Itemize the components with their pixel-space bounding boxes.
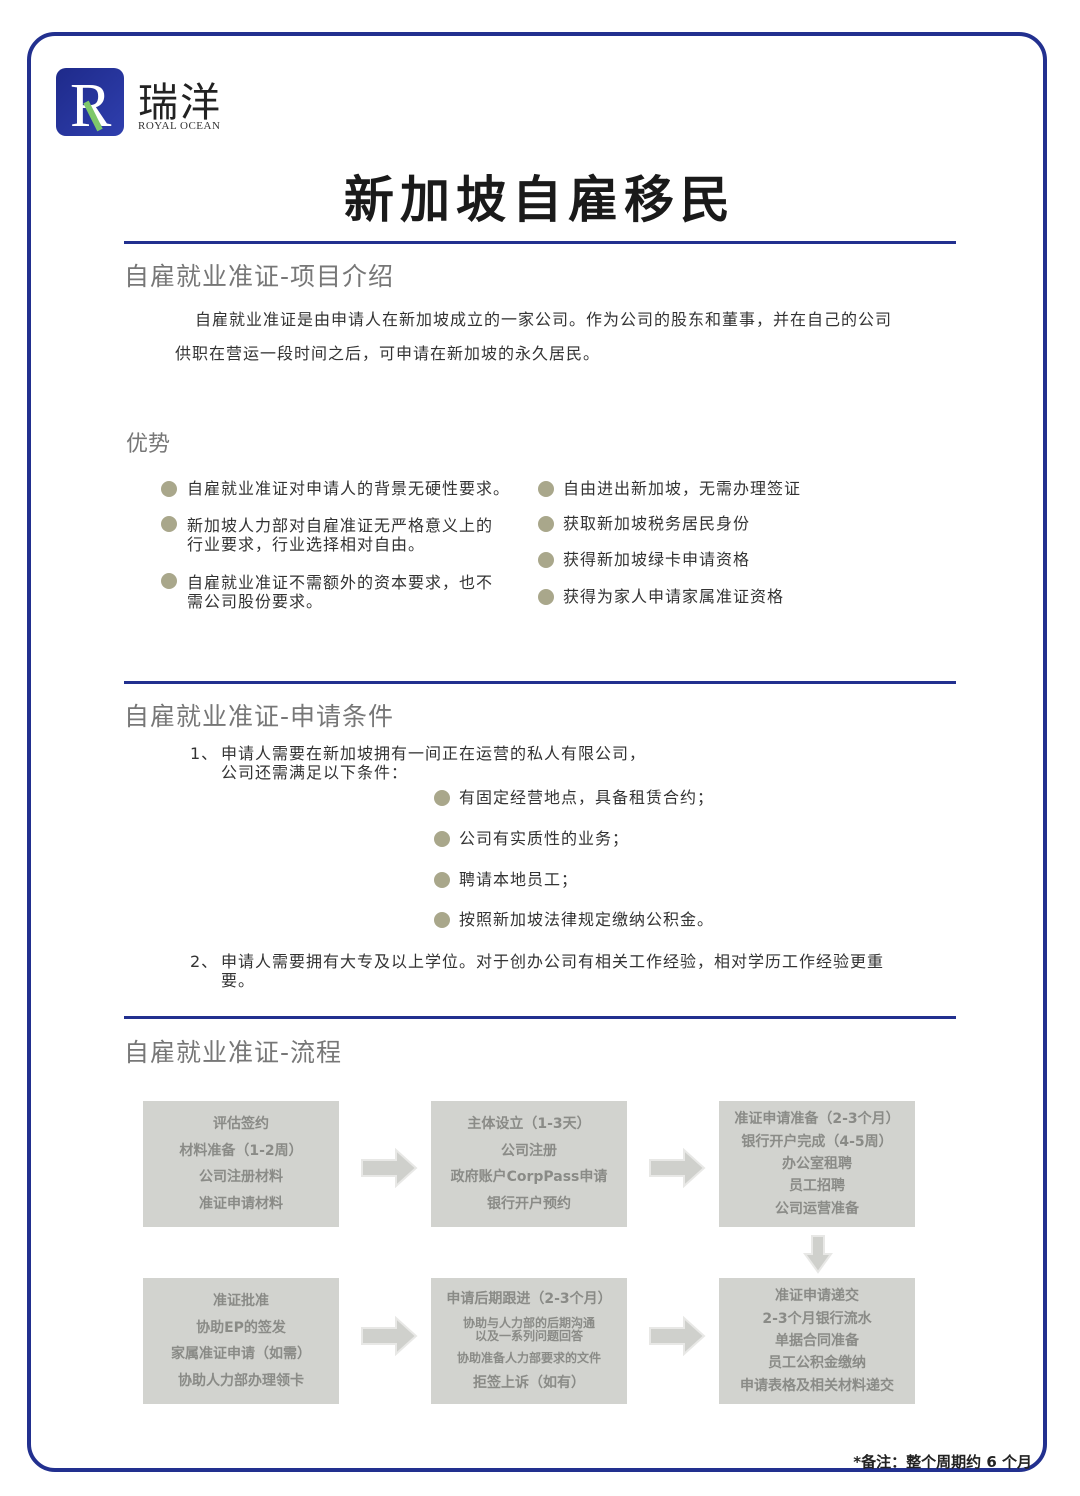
logo-icon: R bbox=[56, 68, 124, 136]
advantage-left-1: 自雇就业准证对申请人的背景无硬性要求。 bbox=[187, 479, 511, 498]
intro-heading: 自雇就业准证-项目介绍 bbox=[124, 262, 395, 291]
bullet-dot-icon bbox=[161, 573, 177, 589]
bullet-dot-icon bbox=[538, 481, 554, 497]
condition-1-number: 1、 bbox=[190, 744, 219, 763]
bullet-dot-icon bbox=[434, 912, 450, 928]
bullet-dot-icon bbox=[538, 589, 554, 605]
condition-2-text: 申请人需要拥有大专及以上学位。对于创办公司有相关工作经验，相对学历工作经验更重要… bbox=[221, 952, 885, 990]
intro-line-2: 供职在营运一段时间之后，可申请在新加坡的永久居民。 bbox=[175, 344, 601, 363]
advantage-right-4: 获得为家人申请家属准证资格 bbox=[563, 587, 785, 606]
bullet-dot-icon bbox=[538, 552, 554, 568]
condition-sub-3: 聘请本地员工； bbox=[459, 870, 579, 889]
page-frame bbox=[27, 32, 1047, 1472]
arrow-right-icon bbox=[649, 1148, 706, 1188]
footnote: *备注：整个周期约 6 个月 bbox=[853, 1453, 1032, 1471]
process-step-2: 主体设立（1-3天）公司注册 政府账户CorpPass申请银行开户预约 bbox=[431, 1101, 627, 1227]
condition-sub-2: 公司有实质性的业务； bbox=[459, 829, 630, 848]
process-step-3: 准证申请准备（2-3个月）银行开户完成（4-5周） 办公室租聘员工招聘 公司运营… bbox=[719, 1101, 915, 1227]
condition-sub-4: 按照新加坡法律规定缴纳公积金。 bbox=[459, 910, 715, 929]
page-title: 新加坡自雇移民 bbox=[344, 171, 736, 229]
bullet-dot-icon bbox=[434, 790, 450, 806]
section-divider bbox=[124, 681, 956, 684]
logo-name-en: ROYAL OCEAN bbox=[138, 120, 221, 132]
conditions-heading: 自雇就业准证-申请条件 bbox=[124, 702, 395, 731]
bullet-dot-icon bbox=[161, 481, 177, 497]
process-step-1: 评估签约材料准备（1-2周） 公司注册材料准证申请材料 bbox=[143, 1101, 339, 1227]
arrow-right-icon bbox=[649, 1316, 706, 1356]
advantage-right-1: 自由进出新加坡，无需办理签证 bbox=[563, 479, 802, 498]
bullet-dot-icon bbox=[161, 516, 177, 532]
process-heading: 自雇就业准证-流程 bbox=[124, 1038, 343, 1067]
svg-text:R: R bbox=[70, 72, 112, 136]
logo-name-cn: 瑞洋 bbox=[138, 80, 222, 126]
condition-2-number: 2、 bbox=[190, 952, 219, 971]
bullet-dot-icon bbox=[538, 516, 554, 532]
condition-sub-1: 有固定经营地点，具备租赁合约； bbox=[459, 788, 715, 807]
advantage-right-3: 获得新加坡绿卡申请资格 bbox=[563, 550, 751, 569]
advantage-left-2: 新加坡人力部对自雇准证无严格意义上的行业要求，行业选择相对自由。 bbox=[187, 516, 494, 554]
advantage-right-2: 获取新加坡税务居民身份 bbox=[563, 514, 751, 533]
arrow-right-icon bbox=[361, 1316, 418, 1356]
intro-line-1: 自雇就业准证是由申请人在新加坡成立的一家公司。作为公司的股东和董事，并在自己的公… bbox=[195, 310, 893, 329]
bullet-dot-icon bbox=[434, 872, 450, 888]
section-divider bbox=[124, 1016, 956, 1019]
bullet-dot-icon bbox=[434, 831, 450, 847]
process-step-5: 申请后期跟进（2-3个月） 协助与人力部的后期沟通以及一系列问题回答 协助准备人… bbox=[431, 1278, 627, 1404]
process-step-6: 准证批准协助EP的签发 家属准证申请（如需）协助人力部办理领卡 bbox=[143, 1278, 339, 1404]
condition-1-text: 申请人需要在新加坡拥有一间正在运营的私人有限公司，公司还需满足以下条件： bbox=[221, 744, 647, 782]
section-divider bbox=[124, 241, 956, 244]
advantages-heading: 优势 bbox=[126, 432, 171, 457]
arrow-down-icon bbox=[803, 1235, 833, 1274]
arrow-right-icon bbox=[361, 1148, 418, 1188]
advantage-left-3: 自雇就业准证不需额外的资本要求，也不需公司股份要求。 bbox=[187, 573, 494, 611]
